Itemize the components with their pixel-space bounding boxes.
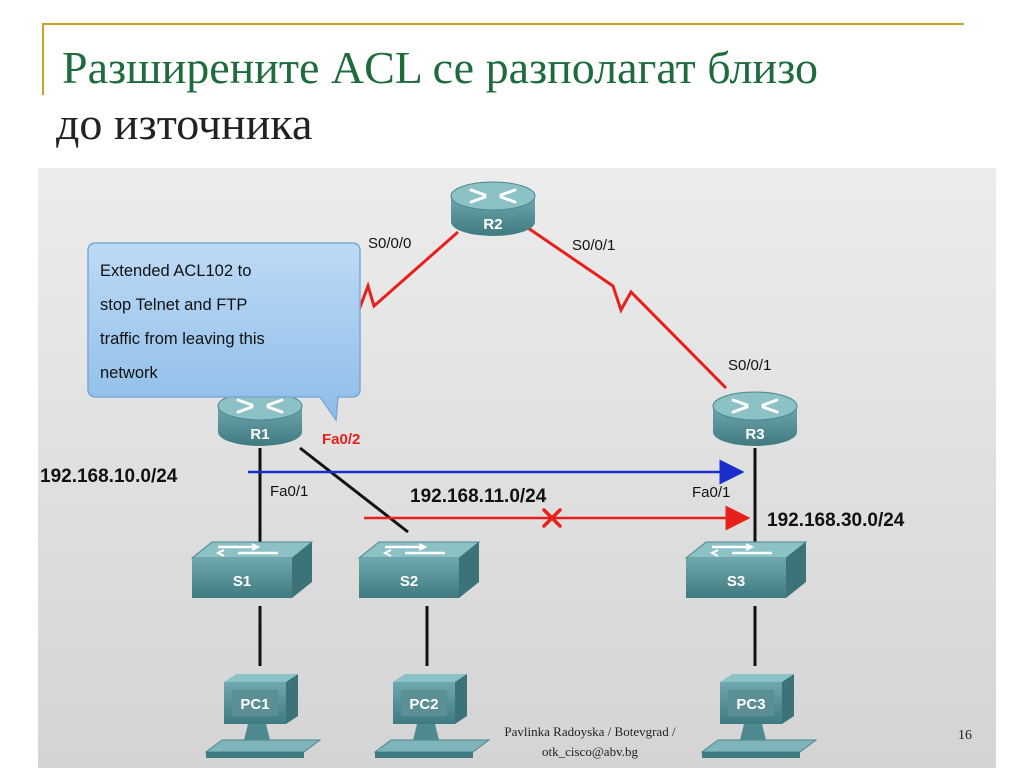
iface-r1-fa02: Fa0/2 [322,431,360,448]
network-label-10: 192.168.10.0/24 [40,466,178,487]
slide-footer: Pavlinka Radoyska / Botevgrad / otk_cisc… [470,722,710,762]
router-r1: R1 [216,390,304,448]
pc-pc1-label: PC1 [240,696,269,713]
title-rule-horizontal [42,23,964,25]
footer-email: otk_cisco@abv.bg [542,744,638,759]
switch-s1: S1 [190,540,314,600]
callout-line-4: network [100,364,159,382]
page-number: 16 [958,728,972,743]
switch-s2-label: S2 [400,573,418,590]
slide-title: Разширените ACL се разполагат близо до и… [56,40,1002,152]
router-r2: R2 [449,180,537,238]
footer-author: Pavlinka Radoyska / Botevgrad / [504,724,676,739]
network-label-30: 192.168.30.0/24 [767,510,905,531]
serial-link-r2-r3 [527,226,728,390]
pc-pc1: PC1 [205,673,321,759]
network-label-11: 192.168.11.0/24 [410,486,547,507]
iface-r2-s000: S0/0/0 [368,235,411,252]
callout-line-3: traffic from leaving this [100,330,265,348]
callout-text: Extended ACL102 to stop Telnet and FTP t… [100,262,269,382]
pc-pc2: PC2 [374,673,490,759]
switch-s1-label: S1 [233,573,251,590]
router-r3: R3 [711,390,799,448]
callout-bubble: Extended ACL102 to stop Telnet and FTP t… [87,242,361,423]
iface-r1-fa01: Fa0/1 [270,483,308,500]
iface-r2-s001: S0/0/1 [572,237,615,254]
pc-pc3-label: PC3 [736,696,765,713]
title-line-1: Разширените ACL се разполагат близо [62,42,818,93]
router-r2-label: R2 [483,216,502,233]
pc-pc2-label: PC2 [409,696,438,713]
callout-line-2: stop Telnet and FTP [100,296,247,314]
switch-s3: S3 [684,540,808,600]
pc-pc3: PC3 [701,673,817,759]
title-line-2: до източника [56,98,313,149]
deny-x-icon [542,508,562,528]
iface-r3-fa01: Fa0/1 [692,484,730,501]
router-r3-label: R3 [745,426,764,443]
switch-s2: S2 [357,540,481,600]
callout-line-1: Extended ACL102 to [100,262,251,280]
network-diagram: R2 R1 R3 S1 S2 S3 PC1 PC2 PC3 S0/0/0 S0/… [38,168,996,768]
title-rule-vertical [42,23,44,95]
iface-r3-s001: S0/0/1 [728,357,771,374]
router-r1-label: R1 [250,426,269,443]
switch-s3-label: S3 [727,573,745,590]
